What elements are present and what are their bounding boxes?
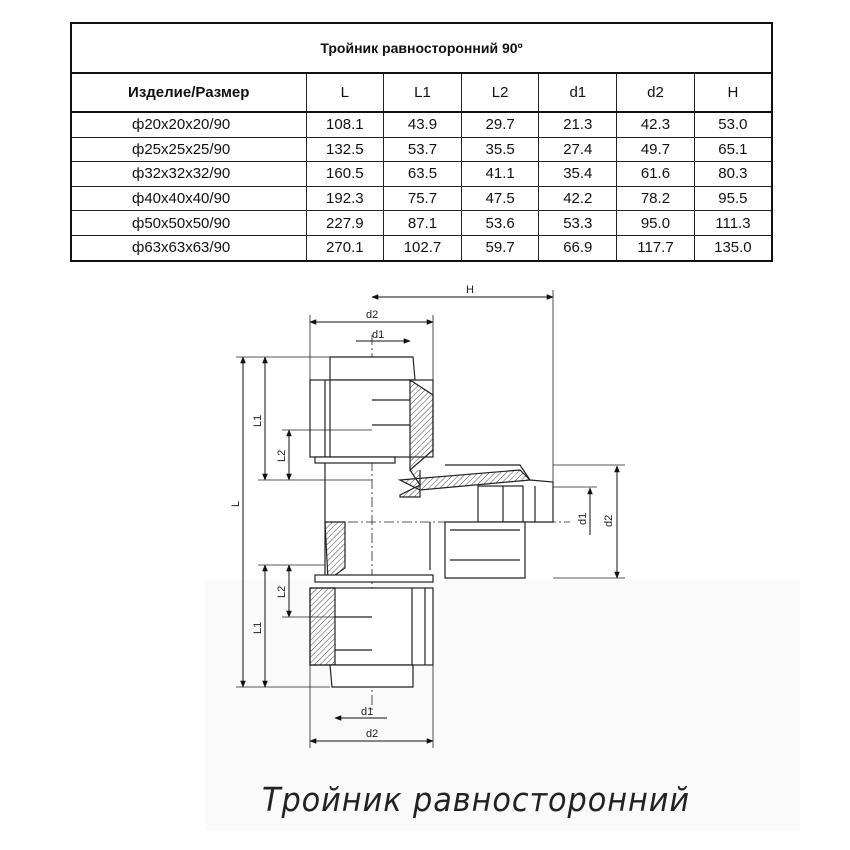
extension-lines — [236, 290, 625, 748]
column-header: H — [693, 72, 773, 113]
dimension-cell: 63.5 — [383, 161, 462, 187]
dimension-cell: 27.4 — [538, 136, 618, 163]
drawing-background — [205, 580, 800, 830]
dimension-cell: 95.0 — [616, 210, 695, 236]
dimension-cell: 117.7 — [616, 234, 695, 262]
dimension-cell: 192.3 — [305, 185, 385, 212]
drawing-caption: Тройник равносторонний — [262, 780, 691, 819]
label-d1-bottom: d1 — [361, 706, 373, 718]
dimension-cell: 135.0 — [693, 234, 773, 262]
label-d1-top: d1 — [372, 329, 384, 341]
dimension-cell: 66.9 — [538, 234, 618, 262]
dimension-cell: 59.7 — [460, 234, 540, 262]
dimension-cell: 270.1 — [305, 234, 385, 262]
product-size-cell: ф63x63x63/90 — [70, 234, 307, 262]
dimension-cell: 75.7 — [383, 185, 462, 212]
dimension-cell: 43.9 — [383, 111, 462, 138]
dimension-lines — [240, 294, 620, 744]
table-title: Тройник равносторонний 90º — [70, 22, 773, 74]
column-header: d1 — [538, 72, 618, 113]
product-size-cell: ф25x25x25/90 — [70, 136, 307, 163]
label-d1-side: d1 — [577, 513, 589, 525]
dimension-cell: 102.7 — [383, 234, 462, 262]
column-header: L — [305, 72, 385, 113]
product-size-cell: ф50x50x50/90 — [70, 210, 307, 236]
column-header: Изделие/Размер — [70, 72, 307, 113]
label-l1-top: L1 — [252, 415, 264, 427]
dimension-cell: 132.5 — [305, 136, 385, 163]
dimension-cell: 53.6 — [460, 210, 540, 236]
dimension-cell: 80.3 — [693, 161, 773, 187]
dimension-cell: 21.3 — [538, 111, 618, 138]
fitting-outline — [309, 335, 570, 710]
column-header: d2 — [616, 72, 695, 113]
dimension-cell: 42.2 — [538, 185, 618, 212]
label-d2-side: d2 — [603, 515, 615, 527]
dimension-cell: 47.5 — [460, 185, 540, 212]
label-d2-top: d2 — [366, 309, 378, 321]
dimensions-table: Тройник равносторонний 90º Изделие/Разме… — [70, 22, 773, 262]
dimension-cell: 87.1 — [383, 210, 462, 236]
dimension-cell: 108.1 — [305, 111, 385, 138]
product-size-cell: ф20x20x20/90 — [70, 111, 307, 138]
label-d2-bottom: d2 — [366, 728, 378, 740]
label-h: H — [466, 284, 474, 296]
label-l2-bottom: L2 — [276, 586, 288, 598]
dimension-cell: 53.0 — [693, 111, 773, 138]
label-l: L — [230, 501, 242, 507]
column-header: L1 — [383, 72, 462, 113]
dimension-cell: 65.1 — [693, 136, 773, 163]
dimension-cell: 111.3 — [693, 210, 773, 236]
dimension-cell: 35.5 — [460, 136, 540, 163]
column-header: L2 — [460, 72, 540, 113]
dimension-cell: 78.2 — [616, 185, 695, 212]
label-l2-top: L2 — [276, 450, 288, 462]
dimension-cell: 42.3 — [616, 111, 695, 138]
label-l1-bottom: L1 — [252, 622, 264, 634]
dimension-cell: 95.5 — [693, 185, 773, 212]
